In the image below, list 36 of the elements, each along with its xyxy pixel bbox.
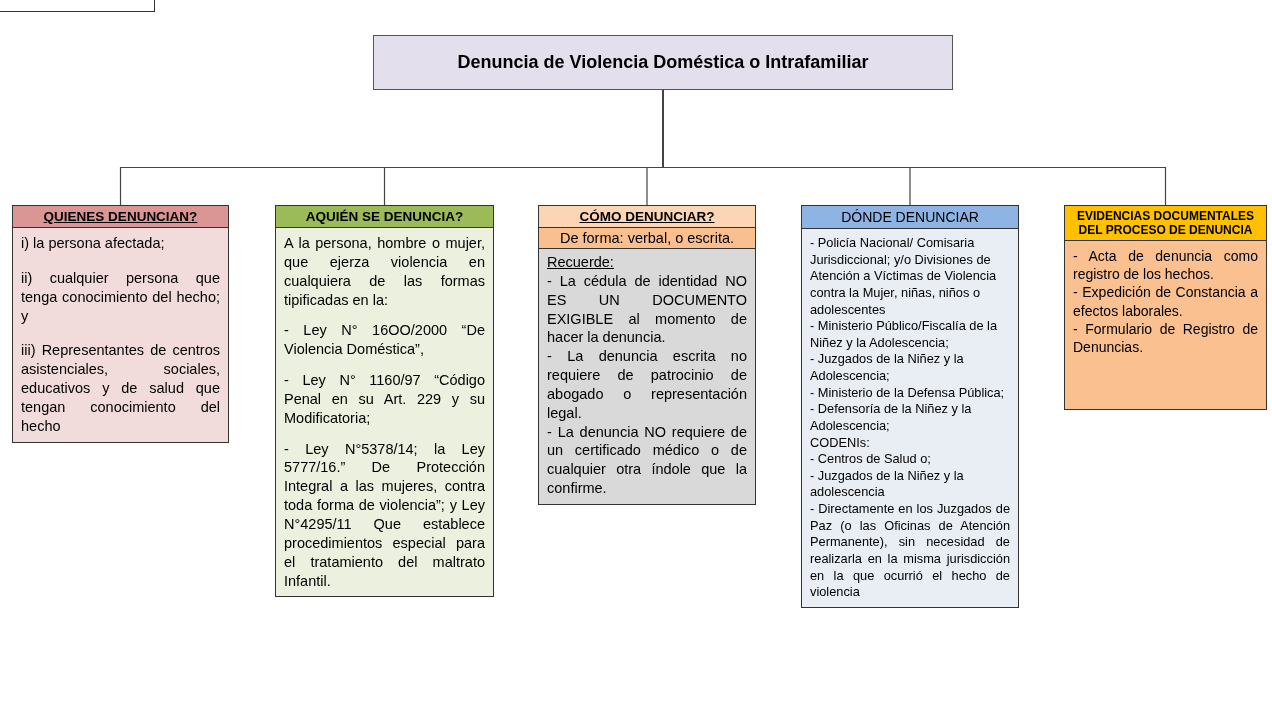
category-box	[12, 205, 229, 443]
category-box	[275, 205, 494, 598]
body-text: A la persona, hombre o mujer, que ejerza violencia en cualquiera de las formas tipificadas en la:	[283, 234, 486, 310]
body-text: - Formulario de Registro de Denuncias.	[1072, 319, 1259, 357]
body-text: - La denuncia NO requiere de un certificado médico o de cualquier otra índole que la confirme.	[546, 422, 748, 498]
body-text: - Policía Nacional/ Comisaria Jurisdiccional; y/o Divisiones de Atención a Víctimas de Violencia contra la Mujer, niñas, niños o adolescentes	[809, 235, 998, 319]
box-heading: AQUIÉN SE DENUNCIA?	[276, 206, 493, 228]
body-text: - Ley N° 16OO/2000 “De Violencia Doméstica”,	[283, 321, 486, 360]
body-text: - La cédula de identidad NO ES UN DOCUMENTO EXIGIBLE al momento de hacer la denuncia.	[546, 271, 748, 348]
body-text: - Juzgados de la Niñez y la adolescencia	[809, 467, 965, 501]
body-text: - Juzgados de la Niñez y la Adolescencia;	[809, 351, 965, 385]
body-text: - Acta de denuncia como registro de los hechos.	[1072, 247, 1259, 284]
box-heading: CÓMO DENUNCIAR?	[539, 206, 755, 228]
box-heading: EVIDENCIAS DOCUMENTALES DEL PROCESO DE DENUNCIA	[1065, 206, 1266, 241]
body-text: - Defensoría de la Niñez y la Adolescencia;	[809, 401, 973, 435]
body-text: - Expedición de Constancia a efectos laborales.	[1072, 283, 1259, 320]
body-text: - Centros de Salud o;	[809, 451, 932, 468]
empty-box	[0, 0, 155, 12]
box-heading: DÓNDE DENUNCIAR	[802, 206, 1018, 229]
body-text: - Ministerio de la Defensa Pública;	[809, 384, 1006, 402]
category-box	[1064, 205, 1267, 410]
title-box: Denuncia de Violencia Doméstica o Intrafamiliar	[373, 35, 953, 90]
body-text: - Ley N° 1160/97 “Código Penal en su Art. 229 y su Modificatoria;	[283, 371, 486, 428]
body-text: - Directamente en los Juzgados de Paz (o las Oficinas de Atención Permanente), sin necesidad de realizarla en la misma jurisdicción en la que ocurrió el hecho de violencia	[809, 501, 1011, 601]
category-box	[801, 205, 1019, 608]
body-text: - Ministerio Público/Fiscalía de la Niñez y la Adolescencia;	[809, 318, 999, 352]
body-text: - La denuncia escrita no requiere de patrocinio de abogado o representación legal.	[546, 347, 748, 423]
category-box	[538, 205, 756, 505]
box-subheading: De forma: verbal, o escrita.	[539, 228, 755, 249]
body-text: iii) Representantes de centros asistenciales, sociales, educativos y de salud que tengan conocimiento del hecho	[20, 341, 221, 436]
note-label: Recuerde:	[546, 253, 615, 272]
body-text: ii) cualquier persona que tenga conocimiento del hecho; y	[20, 268, 221, 326]
body-text: i) la persona afectada;	[20, 234, 166, 253]
box-heading: QUIENES DENUNCIAN?	[13, 206, 228, 228]
body-text: - Ley N°5378/14; la Ley 5777/16.” De Protección Integral a las mujeres, contra toda forma de violencia”; y Ley N°4295/11 Que establece procedimientos especial para el tratamiento del maltrato Infantil.	[283, 439, 486, 591]
body-text: CODENIs:	[809, 434, 871, 452]
